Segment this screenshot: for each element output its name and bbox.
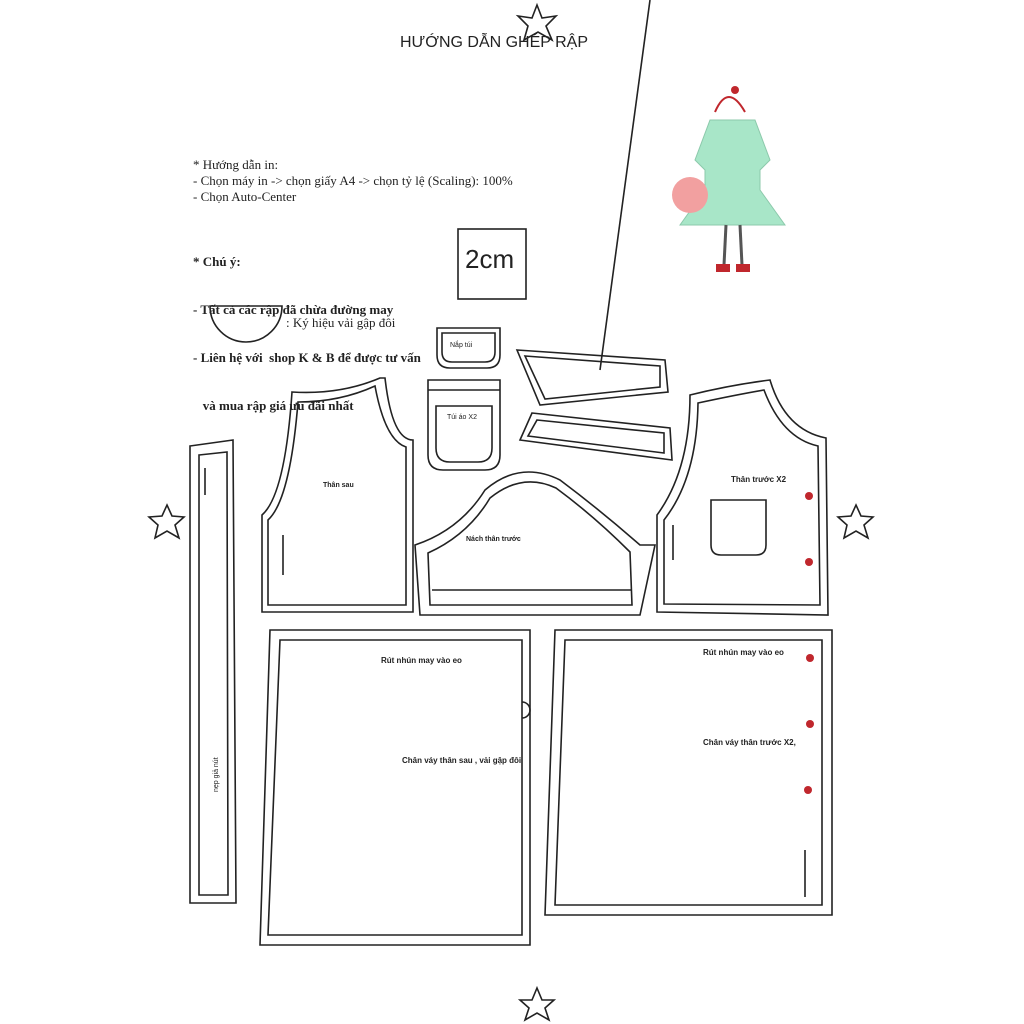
notes-line: - Liên hệ với shop K & B để được tư vấn <box>193 350 421 365</box>
notes-line: và mua rập giá ưu đãi nhất <box>193 398 354 413</box>
skirt-front-label: Chân váy thân trước X2, <box>703 738 796 747</box>
piece-front-bodice <box>656 379 829 616</box>
piece-back-bodice <box>261 377 414 613</box>
page-title: HƯỚNG DẪN GHÉP RẬP <box>400 34 589 51</box>
star-decoration-bottom <box>517 985 557 1022</box>
print-guide: * Hướng dẫn in: - Chọn máy in -> chọn gi… <box>193 157 513 205</box>
pocket-label: Túi áo X2 <box>447 414 477 421</box>
piece-skirt-front <box>544 629 833 916</box>
print-guide-heading: * Hướng dẫn in: <box>193 157 279 172</box>
button-marks <box>804 492 814 794</box>
back-bodice-label: Thân sau <box>323 482 354 489</box>
piece-armhole-facing <box>414 471 656 616</box>
armhole-facing-label: Nách thân trước <box>466 536 521 543</box>
skirt-back-label: Chân váy thân sau , vải gập đôi <box>402 756 522 765</box>
star-decoration-left <box>147 503 186 540</box>
fold-symbol-icon <box>209 305 283 343</box>
star-decoration-right <box>836 503 875 540</box>
piece-collar-top <box>515 0 669 406</box>
piece-skirt-back <box>259 629 531 946</box>
fold-symbol-label: : Ký hiệu vải gập đôi <box>286 315 396 330</box>
print-guide-line: - Chọn máy in -> chọn giấy A4 -> chọn tỷ… <box>193 173 513 188</box>
skirt-back-gather-label: Rút nhún may vào eo <box>381 656 462 665</box>
notes: * Chú ý: - Tất cả các rập đã chừa đường … <box>193 222 421 430</box>
placket-label: nẹp giả nút <box>213 757 220 792</box>
piece-pocket-flap <box>436 327 501 369</box>
piece-placket <box>189 439 237 904</box>
pocket-flap-label: Nắp túi <box>450 342 473 349</box>
piece-pocket <box>427 379 501 471</box>
skirt-front-gather-label: Rút nhún may vào eo <box>703 648 784 657</box>
dress-illustration <box>672 86 786 272</box>
print-guide-line: - Chọn Auto-Center <box>193 189 297 204</box>
piece-collar-bottom <box>518 412 673 461</box>
scale-label: 2cm <box>465 244 515 274</box>
notes-heading: * Chú ý: <box>193 254 241 269</box>
front-bodice-label: Thân trước X2 <box>731 475 787 484</box>
notes-line: - Tất cả các rập đã chừa đường may <box>193 302 394 317</box>
star-decoration-top <box>515 2 559 42</box>
scale-box <box>457 228 527 300</box>
